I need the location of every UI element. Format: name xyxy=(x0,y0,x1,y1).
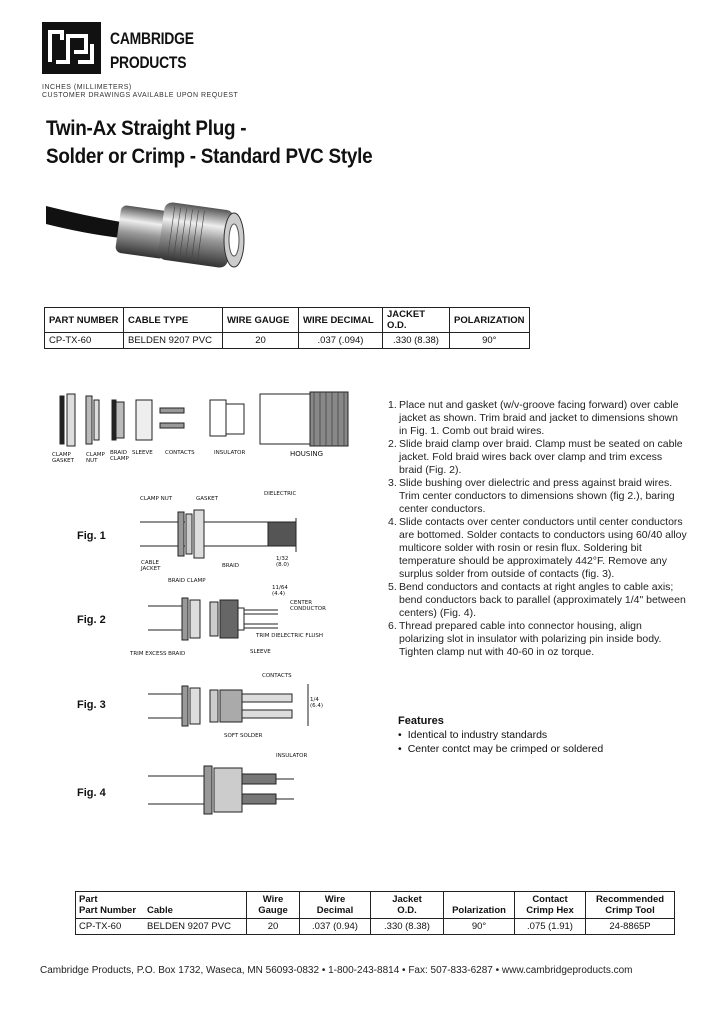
instruction-step: 4.Slide contacts over center conductors … xyxy=(388,516,688,581)
feature-item: Center contct may be crimped or soldered xyxy=(398,743,604,757)
units-note: INCHES (MILLIMETERS) xyxy=(42,84,132,91)
step-number: 2. xyxy=(388,438,397,450)
fig4-label: Fig. 4 xyxy=(77,787,106,799)
col-part-number: PART NUMBER xyxy=(44,307,124,333)
col-cable-type: CABLE TYPE xyxy=(123,307,223,333)
step-number: 1. xyxy=(388,399,397,411)
fig3-soft-solder: SOFT SOLDER xyxy=(224,733,263,739)
col-polarization: Polarization xyxy=(443,891,515,919)
features-title: Features xyxy=(398,715,444,727)
fig3-diagram xyxy=(148,680,318,737)
fig2-trim-dielectric: TRIM DIELECTRIC FLUSH xyxy=(256,633,324,639)
label-braid-clamp: BRAID CLAMP xyxy=(110,450,129,462)
fig1-clamp-nut: CLAMP NUT xyxy=(140,496,173,502)
label-insulator: INSULATOR xyxy=(214,450,246,456)
col-wire-gauge: WIRE GAUGE xyxy=(222,307,299,333)
step-text: Slide braid clamp over braid. Clamp must… xyxy=(399,438,683,476)
step-number: 3. xyxy=(388,477,397,489)
table-row: CP-TX-60 BELDEN 9207 PVC 20 .037 (.094) … xyxy=(44,332,530,349)
instruction-step: 1.Place nut and gasket (w/v-groove facin… xyxy=(388,399,688,438)
fig2-label: Fig. 2 xyxy=(77,614,106,626)
feature-item: Identical to industry standards xyxy=(398,729,603,743)
cell-polarization: 90° xyxy=(449,332,530,349)
cell-crimp-hex: .075 (1.91) xyxy=(514,918,586,935)
fig1-diagram xyxy=(140,500,310,575)
footer-contact: Cambridge Products, P.O. Box 1732, Wasec… xyxy=(40,965,633,976)
drawings-note: CUSTOMER DRAWINGS AVAILABLE UPON REQUEST xyxy=(42,92,239,99)
cell-polarization: 90° xyxy=(443,918,515,935)
fig4-insulator: INSULATOR xyxy=(276,753,308,759)
fig2-center-conductor: CENTER CONDUCTOR xyxy=(290,600,326,612)
label-sleeve: SLEEVE xyxy=(132,450,153,456)
step-text: Bend conductors and contacts at right an… xyxy=(399,581,686,619)
company-logo xyxy=(42,22,101,74)
step-text: Slide bushing over dielectric and press … xyxy=(399,477,675,515)
features-list: Identical to industry standards Center c… xyxy=(398,729,604,757)
col-wire-decimal: WIRE DECIMAL xyxy=(298,307,383,333)
cell-wire-decimal: .037 (.094) xyxy=(298,332,383,349)
instruction-step: 6.Thread prepared cable into connector h… xyxy=(388,620,688,659)
fig2-trim-braid: TRIM EXCESS BRAID xyxy=(130,651,186,657)
fig1-braid: BRAID xyxy=(222,563,239,569)
cell-wire-gauge: 20 xyxy=(222,332,299,349)
cell-jacket-od: .330 (8.38) xyxy=(370,918,444,935)
fig3-contacts: CONTACTS xyxy=(262,673,292,679)
cell-cable-type: BELDEN 9207 PVC xyxy=(123,332,223,349)
assembly-instructions: 1.Place nut and gasket (w/v-groove facin… xyxy=(388,399,688,659)
fig1-dielectric: DIELECTRIC xyxy=(264,491,297,497)
fig1-cable-jacket: CABLE JACKET xyxy=(141,560,161,572)
fig2-dimension: 11/64 (4.4) xyxy=(272,585,288,597)
step-number: 4. xyxy=(388,516,397,528)
fig3-label: Fig. 3 xyxy=(77,699,106,711)
instruction-step: 2.Slide braid clamp over braid. Clamp mu… xyxy=(388,438,688,477)
fig2-braid-clamp: BRAID CLAMP xyxy=(168,578,206,584)
step-text: Thread prepared cable into connector hou… xyxy=(399,620,662,658)
label-contacts: CONTACTS xyxy=(165,450,195,456)
col-jacket-od: JACKET O.D. xyxy=(382,307,450,333)
instruction-step: 5.Bend conductors and contacts at right … xyxy=(388,581,688,620)
fig2-diagram xyxy=(148,590,298,653)
fig2-sleeve: SLEEVE xyxy=(250,649,271,655)
fig4-diagram xyxy=(148,760,308,825)
cell-crimp-tool: 24-8865P xyxy=(585,918,675,935)
table-row: CP-TX-60 BELDEN 9207 PVC 20 .037 (0.94) … xyxy=(75,918,675,935)
exploded-view-diagram xyxy=(50,390,370,475)
company-name: CAMBRIDGE PRODUCTS xyxy=(110,29,194,72)
label-housing: HOUSING xyxy=(290,450,324,458)
label-clamp-nut: CLAMP NUT xyxy=(86,452,105,464)
product-photo xyxy=(46,186,256,281)
cell-wire-decimal: .037 (0.94) xyxy=(299,918,371,935)
col-polarization: POLARIZATION xyxy=(449,307,530,333)
col-cable: Cable xyxy=(144,891,247,919)
step-text: Place nut and gasket (w/v-groove facing … xyxy=(399,399,679,437)
fig1-label: Fig. 1 xyxy=(77,530,106,542)
instruction-step: 3.Slide bushing over dielectric and pres… xyxy=(388,477,688,516)
fig3-dimension: 1/4 (6.4) xyxy=(310,697,324,709)
step-number: 6. xyxy=(388,620,397,632)
cell-wire-gauge: 20 xyxy=(246,918,300,935)
fig1-gasket: GASKET xyxy=(196,496,218,502)
cell-jacket-od: .330 (8.38) xyxy=(382,332,450,349)
spec-table-top: PART NUMBER CABLE TYPE WIRE GAUGE WIRE D… xyxy=(44,307,530,349)
fig1-dimension: 1/32 (8.0) xyxy=(276,556,290,568)
page-title-line1: Twin-Ax Straight Plug - xyxy=(46,117,247,140)
cell-part-number: CP-TX-60 xyxy=(75,918,144,935)
step-number: 5. xyxy=(388,581,397,593)
step-text: Slide contacts over center conductors un… xyxy=(399,516,687,580)
cell-cable: BELDEN 9207 PVC xyxy=(144,918,247,935)
cell-part-number: CP-TX-60 xyxy=(44,332,124,349)
label-clamp-gasket: CLAMP GASKET xyxy=(52,452,74,464)
page-title-line2: Solder or Crimp - Standard PVC Style xyxy=(46,145,373,168)
